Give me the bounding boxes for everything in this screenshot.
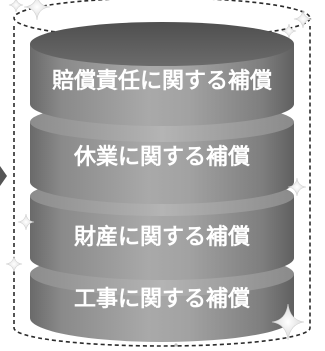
sparkle-icon [5,255,23,273]
left-arrow-icon [0,166,7,186]
tier-3-label: 財産に関する補償 [74,224,250,250]
sparkle-icon [287,177,307,197]
bottom-dot [174,343,178,347]
tier-4-label: 工事に関する補償 [74,286,250,312]
tier-1-label: 賠償責任に関する補償 [52,68,272,94]
sparkle-icon [23,0,51,21]
sparkle-icon [17,213,35,231]
sparkle-icon [271,303,305,341]
sparkle-icon [8,0,24,13]
sparkle-icon [281,23,297,39]
tier-2-label: 休業に関する補償 [73,144,250,170]
sparkle-icon [293,9,313,29]
tier-1: 賠償責任に関する補償 [30,22,294,126]
dashed-outline [13,0,311,347]
